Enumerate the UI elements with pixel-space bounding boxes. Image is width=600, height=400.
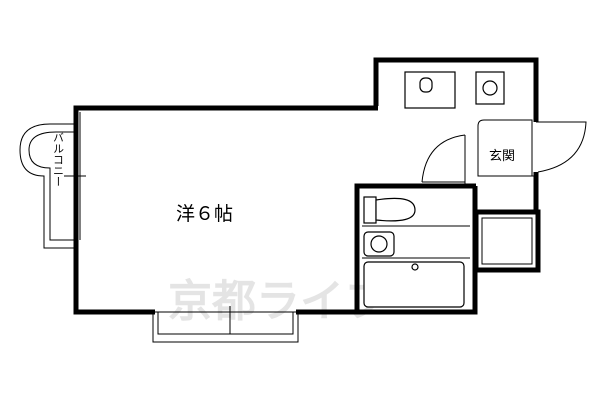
watermark: 京都ライフ xyxy=(168,276,388,327)
toilet-icon xyxy=(375,197,416,222)
kitchen xyxy=(373,57,539,122)
south-window xyxy=(152,306,299,343)
watermark-text: 京都ライフ xyxy=(168,276,388,327)
bathtub-icon xyxy=(363,261,465,308)
closet xyxy=(473,209,541,273)
main-room-label: 洋６帖 xyxy=(176,203,233,225)
toilet-tank-icon xyxy=(363,196,377,224)
entrance-label: 玄関 xyxy=(489,149,515,164)
hall-door xyxy=(421,134,466,186)
balcony-label: バルコニー xyxy=(52,132,65,187)
entrance: 玄関 xyxy=(477,119,587,214)
balcony: バルコニー xyxy=(19,123,86,249)
bathroom xyxy=(354,186,478,315)
